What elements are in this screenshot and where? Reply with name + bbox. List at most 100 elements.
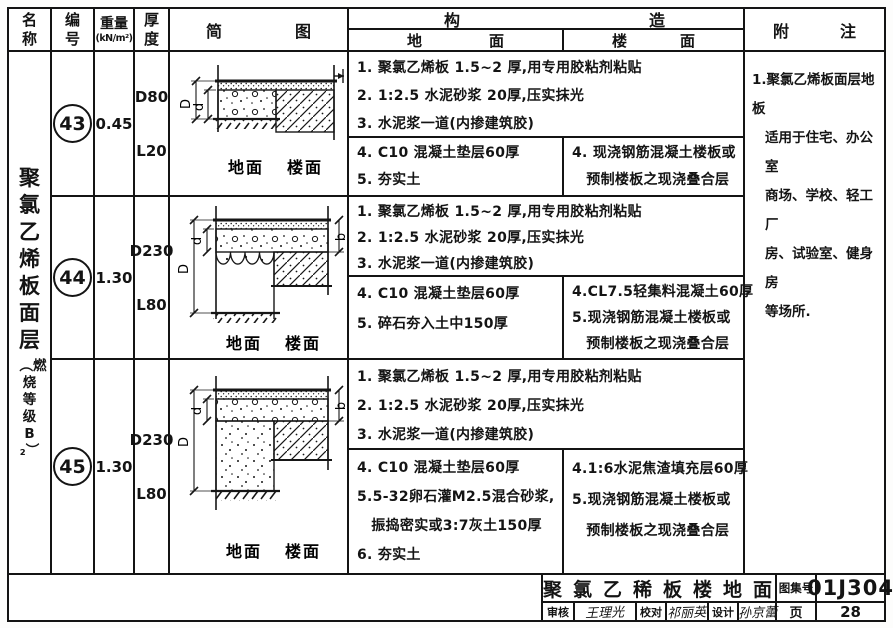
row-44-ground-items: 4. C10 混凝土垫层60厚 5. 碎石夯入土中150厚: [349, 277, 564, 360]
row-43-thickness-l: L20: [136, 141, 167, 160]
header-number-cell: 编号: [52, 9, 95, 52]
dim-label-D: D: [177, 264, 192, 274]
header-diagram-label: 简图: [206, 21, 311, 41]
diagram-ground-label: 地面: [226, 542, 262, 561]
dim-label-b: b: [334, 233, 347, 241]
row-45-thickness-l: L80: [136, 484, 167, 503]
header-weight-unit: (kN/m²): [95, 33, 133, 44]
row-44-number-cell: 44: [52, 197, 95, 360]
designer-label-cell: 设计: [709, 603, 739, 620]
construction-item: 4.1:6水泥焦渣填充层60厚: [572, 461, 749, 477]
construction-item: 3. 水泥浆一道(内掺建筑胶): [357, 427, 535, 443]
note-column-cell: 1.聚氯乙烯板面层地板 适用于住宅、办公室 商场、学校、轻工厂 房、试验室、健身…: [745, 52, 884, 575]
construction-item: 2. 1:2.5 水泥砂浆 20厚,压实抹光: [357, 88, 585, 104]
diagram-floor-label: 楼面: [287, 158, 323, 177]
header-note-cell: 附注: [745, 9, 884, 52]
title-block-empty-cell: [9, 575, 543, 620]
atlas-number-label: 图集号: [778, 581, 814, 595]
dim-label-d: d: [190, 237, 205, 245]
row-45-thickness-d: D230: [129, 430, 174, 449]
header-ground-label: 地面: [407, 31, 504, 50]
construction-item: 4. C10 混凝土垫层60厚: [357, 460, 520, 476]
reviewer-signature: 王理光: [585, 605, 625, 622]
construction-item: 6. 夯实土: [357, 547, 421, 563]
row-44-floor-items: 4.CL7.5轻集料混凝土60厚 5.现浇钢筋混凝土楼板或 预制楼板之现浇叠合层: [564, 277, 754, 360]
note-line: 适用于住宅、办公室: [765, 130, 873, 175]
atlas-number-cell: 01J304: [807, 575, 893, 603]
row-45-shared-items: 1. 聚氯乙烯板 1.5~2 厚,用专用胶粘剂粘贴 2. 1:2.5 水泥砂浆 …: [349, 360, 745, 450]
atlas-number-label-cell: 图集号: [777, 575, 817, 603]
reviewer-label-cell: 审核: [543, 603, 575, 620]
construction-item: 3. 水泥浆一道(内掺建筑胶): [357, 256, 535, 272]
reviewer-label: 审核: [547, 605, 569, 619]
construction-item: 5.现浇钢筋混凝土楼板或: [572, 492, 731, 508]
construction-item: 5. 碎石夯入土中150厚: [357, 316, 509, 332]
row-43-diagram-cell: D d 地面 楼面: [170, 52, 349, 197]
atlas-number: 01J304: [807, 576, 893, 600]
material-grade-vertical: ︵燃烧等级B₂︶: [19, 358, 47, 459]
row-44-thickness-cell: D230 L80: [130, 197, 173, 360]
row-43-shared-items: 1. 聚氯乙烯板 1.5~2 厚,用专用胶粘剂粘贴 2. 1:2.5 水泥砂浆 …: [349, 52, 745, 138]
name-column-cell: 聚氯乙烯板面层 ︵燃烧等级B₂︶: [9, 52, 52, 575]
construction-item: 4. C10 混凝土垫层60厚: [357, 286, 520, 302]
row-45-weight: 1.30: [95, 457, 133, 476]
row-44-section-diagram: D d b 地面 楼面: [177, 206, 347, 353]
row-43-number-badge: 43: [53, 104, 92, 143]
construction-item: 2. 1:2.5 水泥砂浆 20厚,压实抹光: [357, 230, 585, 246]
dim-label-b: b: [334, 402, 347, 410]
header-construction-label: 构造: [444, 10, 665, 30]
designer-label: 设计: [712, 605, 734, 619]
note-line: 商场、学校、轻工厂: [765, 188, 873, 233]
row-45-section-diagram: D d b 地面 楼面: [177, 376, 347, 561]
material-name-vertical: 聚氯乙烯板面层: [19, 166, 40, 352]
construction-item: 1. 聚氯乙烯板 1.5~2 厚,用专用胶粘剂粘贴: [357, 204, 642, 220]
row-43-section-diagram: D d 地面 楼面: [179, 65, 344, 177]
row-44-thickness-l: L80: [136, 295, 167, 314]
note-line: 房、试验室、健身房: [765, 246, 873, 291]
row-45-thickness-cell: D230 L80: [130, 360, 173, 575]
note-line: 1.聚氯乙烯板面层地板: [752, 72, 875, 117]
row-44-diagram-cell: D d b 地面 楼面: [170, 197, 349, 360]
page-number-cell: 28: [817, 603, 884, 621]
construction-item: 5. 夯实土: [357, 172, 421, 188]
header-floor-cell: 楼面: [564, 30, 745, 52]
construction-item: 4. C10 混凝土垫层60厚: [357, 145, 520, 161]
diagram-ground-label: 地面: [228, 158, 264, 177]
row-44-thickness-d: D230: [129, 241, 174, 260]
row-43-thickness-d: D80: [134, 87, 169, 106]
row-45-floor-items: 4.1:6水泥焦渣填充层60厚 5.现浇钢筋混凝土楼板或 预制楼板之现浇叠合层: [564, 450, 749, 575]
reviewer-name-cell: 王理光: [575, 603, 637, 622]
header-ground-cell: 地面: [349, 30, 564, 52]
row-43-weight-cell: 0.45: [95, 52, 135, 197]
row-45-number-badge: 45: [53, 447, 92, 486]
row-45-number-cell: 45: [52, 360, 95, 575]
row-43-number-cell: 43: [52, 52, 95, 197]
row-44-number-badge: 44: [53, 258, 92, 297]
row-43-floor-items: 4. 现浇钢筋混凝土楼板或 预制楼板之现浇叠合层: [564, 138, 745, 197]
row-43-weight: 0.45: [95, 114, 133, 133]
header-floor-label: 楼面: [612, 31, 695, 50]
dim-label-D: D: [177, 437, 192, 447]
header-weight-cell: 重量 (kN/m²): [95, 9, 135, 52]
row-45-ground-items: 4. C10 混凝土垫层60厚 5.5-32卵石灌M2.5混合砂浆, 振捣密实或…: [349, 450, 564, 575]
header-name-label: 名称: [21, 10, 37, 48]
header-thickness-label: 厚度: [143, 10, 159, 48]
construction-item: 预制楼板之现浇叠合层: [572, 336, 730, 352]
row-43-thickness-cell: D80 L20: [135, 52, 170, 197]
diagram-ground-label: 地面: [226, 334, 262, 353]
surface-arrow-icon: [334, 69, 344, 83]
construction-item: 3. 水泥浆一道(内掺建筑胶): [357, 116, 535, 132]
checker-label-cell: 校对: [637, 603, 667, 620]
construction-item: 4.CL7.5轻集料混凝土60厚: [572, 284, 754, 300]
construction-item: 振捣密实或3:7灰土150厚: [357, 518, 542, 534]
diagram-floor-label: 楼面: [285, 542, 321, 561]
construction-item: 5.现浇钢筋混凝土楼板或: [572, 310, 731, 326]
designer-name-cell: 孙京蕾: [737, 603, 777, 622]
construction-item: 预制楼板之现浇叠合层: [572, 172, 730, 188]
diagram-floor-label: 楼面: [285, 334, 321, 353]
construction-item: 1. 聚氯乙烯板 1.5~2 厚,用专用胶粘剂粘贴: [357, 369, 642, 385]
header-diagram-cell: 简图: [170, 9, 349, 52]
dim-label-D: D: [179, 99, 194, 109]
construction-item: 1. 聚氯乙烯板 1.5~2 厚,用专用胶粘剂粘贴: [357, 60, 642, 76]
